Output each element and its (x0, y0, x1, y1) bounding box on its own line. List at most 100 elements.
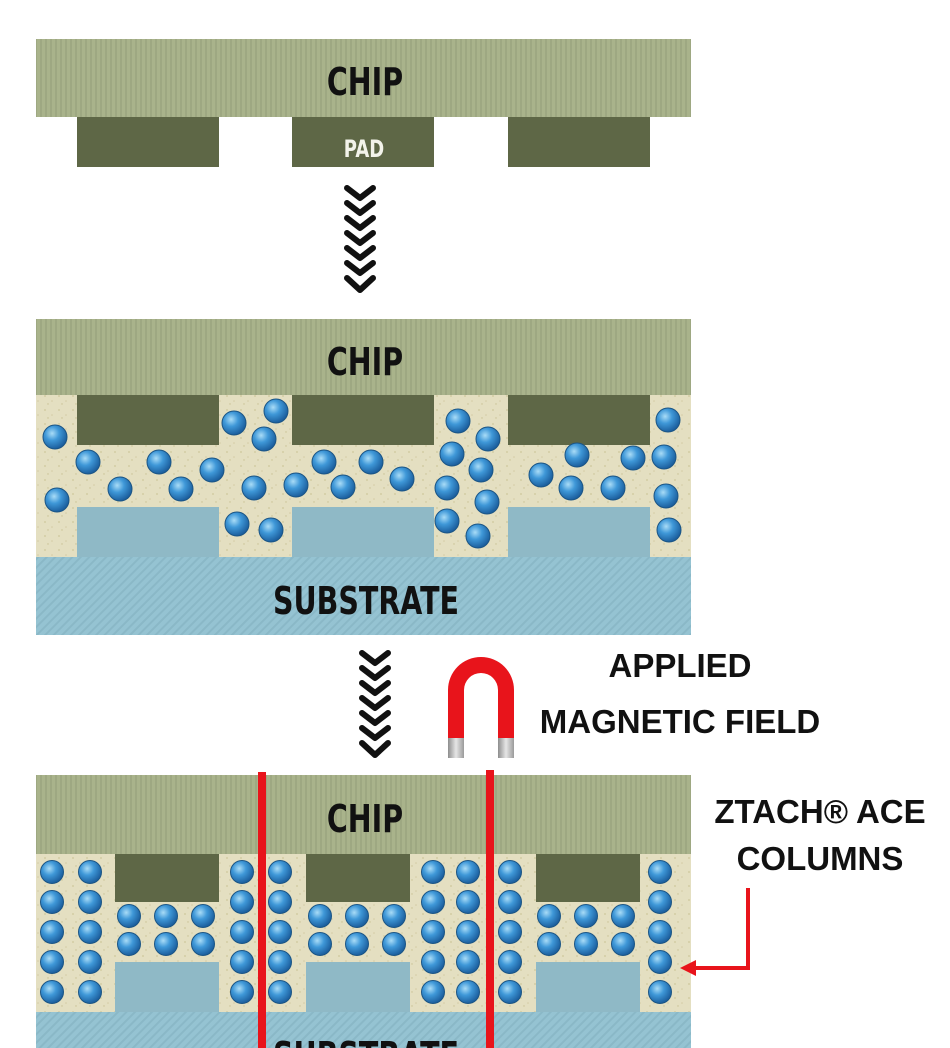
stage-2: CHIP SUBSTRATE (36, 319, 691, 635)
conductive-particle (648, 950, 672, 974)
substrate-pad-center (306, 962, 410, 1012)
conductive-particle (330, 474, 356, 500)
conductive-particle (146, 449, 172, 475)
conductive-particle (44, 487, 70, 513)
conductive-particle (445, 408, 471, 434)
conductive-particle (40, 920, 64, 944)
pad-right (508, 117, 650, 167)
conductive-particle (537, 932, 561, 956)
conductive-particle (283, 472, 309, 498)
conductive-particle (230, 950, 254, 974)
pad-label: PAD (344, 136, 384, 164)
conductive-particle (456, 950, 480, 974)
conductive-particle (651, 444, 677, 470)
conductive-particle (648, 860, 672, 884)
substrate-label: SUBSTRATE (273, 579, 459, 623)
conductive-particle (475, 426, 501, 452)
substrate-pad-center (292, 507, 434, 557)
conductive-particle (345, 904, 369, 928)
conductive-particles-random (42, 398, 682, 549)
chip-label: CHIP (327, 340, 403, 384)
conductive-particle (154, 932, 178, 956)
conductive-particle (78, 950, 102, 974)
conductive-particle (199, 457, 225, 483)
conductive-particle (434, 475, 460, 501)
conductive-particle (308, 904, 332, 928)
conductive-particle (421, 980, 445, 1004)
conductive-particle (611, 932, 635, 956)
conductive-particle (574, 904, 598, 928)
conductive-particle (268, 980, 292, 1004)
conductive-particle (620, 445, 646, 471)
conductive-particle (456, 860, 480, 884)
conductive-particle (382, 904, 406, 928)
conductive-particle (263, 398, 289, 424)
conductive-particle (498, 890, 522, 914)
conductive-particle (421, 950, 445, 974)
conductive-particle (358, 449, 384, 475)
conductive-particle (268, 890, 292, 914)
conductive-particle (40, 890, 64, 914)
conductive-particle (382, 932, 406, 956)
conductive-particle (498, 950, 522, 974)
stage-1: CHIP PAD (36, 39, 691, 167)
pad-center (306, 854, 410, 902)
pad-left (115, 854, 219, 902)
conductive-particle (421, 860, 445, 884)
conductive-particle (474, 489, 500, 515)
conductive-particle-columns (40, 860, 672, 1004)
conductive-particle (191, 932, 215, 956)
pad-left (77, 395, 219, 445)
substrate-pad-right (508, 507, 650, 557)
conductive-particle (656, 517, 682, 543)
conductive-particle (230, 980, 254, 1004)
conductive-particle (224, 511, 250, 537)
chip-label: CHIP (327, 60, 403, 104)
conductive-particle (311, 449, 337, 475)
conductive-particle (117, 932, 141, 956)
conductive-particle (154, 904, 178, 928)
conductive-particle (468, 457, 494, 483)
conductive-particle (648, 980, 672, 1004)
conductive-particle (308, 932, 332, 956)
conductive-particle (40, 860, 64, 884)
conductive-particle (78, 890, 102, 914)
pad-center (292, 117, 434, 167)
conductive-particle (421, 890, 445, 914)
conductive-particle (78, 860, 102, 884)
conductive-particle (221, 410, 247, 436)
conductive-particle (498, 920, 522, 944)
conductive-particle (42, 424, 68, 450)
applied-label: APPLIED (608, 647, 751, 684)
conductive-particle (434, 508, 460, 534)
conductive-particle (558, 475, 584, 501)
conductive-particle (107, 476, 133, 502)
columns-pointer-arrow-icon (680, 888, 750, 976)
conductive-particle (241, 475, 267, 501)
conductive-particle (40, 980, 64, 1004)
conductive-particle (465, 523, 491, 549)
conductive-particle (251, 426, 277, 452)
conductive-particle (439, 441, 465, 467)
chip-body (36, 39, 691, 117)
conductive-particle (268, 950, 292, 974)
pad-left (77, 117, 219, 167)
conductive-particle (230, 920, 254, 944)
chip-body (36, 319, 691, 395)
conductive-particle (528, 462, 554, 488)
columns-label-line1: ZTACH® ACE (714, 793, 925, 830)
conductive-particle (600, 475, 626, 501)
conductive-particle (230, 890, 254, 914)
substrate-pad-left (115, 962, 219, 1012)
conductive-particle (78, 980, 102, 1004)
substrate-body (36, 1012, 691, 1048)
substrate-label: SUBSTRATE (273, 1034, 459, 1048)
conductive-particle (648, 920, 672, 944)
conductive-particle (456, 890, 480, 914)
down-chevrons-icon (359, 650, 391, 758)
pad-right (508, 395, 650, 445)
conductive-particle (655, 407, 681, 433)
pad-center (292, 395, 434, 445)
conductive-particle (498, 860, 522, 884)
